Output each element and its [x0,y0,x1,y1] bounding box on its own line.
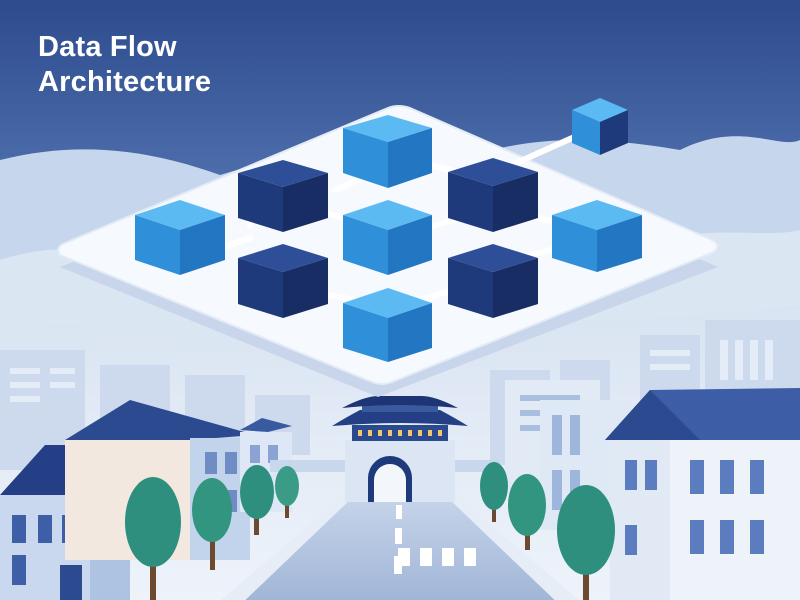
page-title: Data Flow Architecture [38,30,211,100]
background-windows [10,340,773,402]
node-cube [343,288,432,362]
node-cube [448,244,538,318]
tree-icon [480,462,508,522]
node-cube [135,200,225,275]
title-line-1: Data Flow [38,31,177,63]
node-cube [238,244,328,318]
tree-icon [557,485,615,600]
sidewalk-left [220,495,355,600]
title-line-2: Architecture [38,66,212,98]
tree-icon [192,478,232,570]
tree-icon [125,477,181,600]
tree-icon [275,466,299,518]
nodes [135,98,642,362]
node-cube [572,98,628,155]
road [245,495,555,600]
road-markings [394,505,476,574]
tree-icon [240,465,274,535]
sidewalk-right [445,495,580,600]
tree-icon [508,474,546,550]
node-cube [343,200,432,275]
building-right-front [605,388,800,600]
node-cube [343,115,432,188]
node-cube [448,158,538,232]
node-cube [552,200,642,272]
city-gate-icon [332,396,468,502]
node-cube [238,160,328,232]
